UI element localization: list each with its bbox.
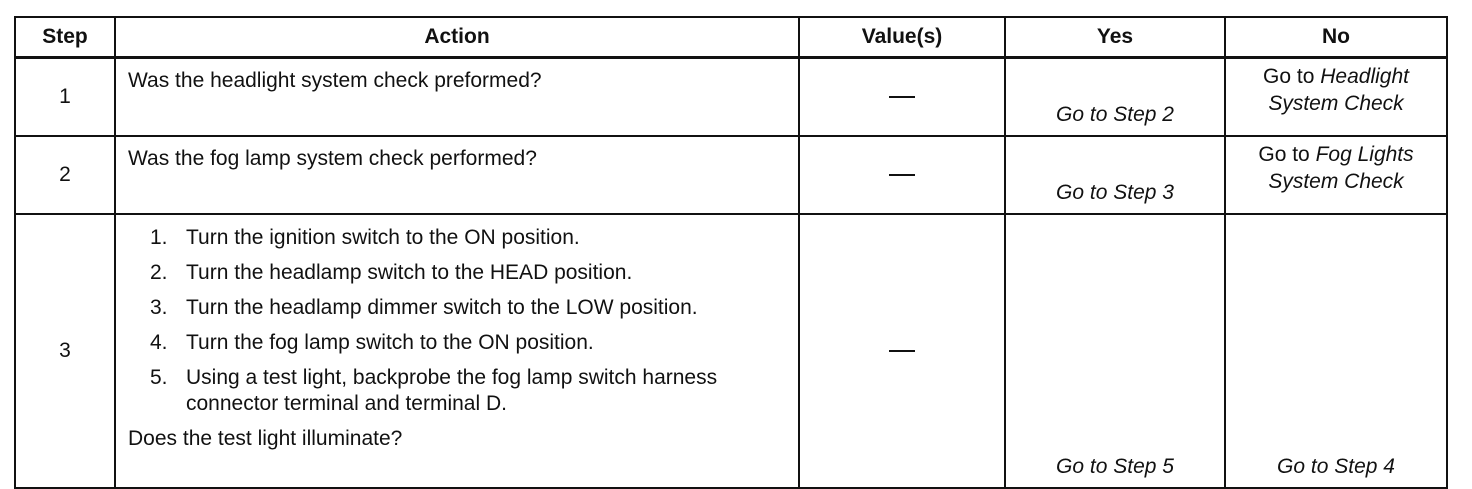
yes-cell: Go to Step 5 <box>1004 213 1226 489</box>
value-cell <box>798 56 1006 137</box>
substep-number: 5. <box>150 366 168 389</box>
no-prefix: Go to <box>1258 143 1310 166</box>
substep-list: 1. Turn the ignition switch to the ON pos… <box>116 215 798 417</box>
value-cell <box>798 213 1006 489</box>
em-dash <box>889 96 915 99</box>
table-row-step-2: 2 Was the fog lamp system check performe… <box>14 135 1448 215</box>
header-yes: Yes <box>1004 16 1226 59</box>
value-cell <box>798 135 1006 215</box>
diagnostic-table: Step Action Value(s) Yes No 1 Was the he… <box>14 16 1448 489</box>
no-cell: Go to Step 4 <box>1224 213 1448 489</box>
no-link-fog-lights: Fog Lights <box>1315 143 1414 166</box>
step-number: 3 <box>14 213 116 489</box>
action-text: Was the headlight system check preformed… <box>114 56 800 137</box>
substep-item: 4. Turn the fog lamp switch to the ON pos… <box>116 330 798 356</box>
header-row: Step Action Value(s) Yes No <box>14 16 1448 59</box>
no-link-system-check: System Check <box>1268 92 1404 115</box>
no-prefix: Go to <box>1263 65 1315 88</box>
no-cell: Go to Headlight System Check <box>1224 56 1448 137</box>
header-no: No <box>1224 16 1448 59</box>
action-text: Was the fog lamp system check performed? <box>114 135 800 215</box>
yes-cell: Go to Step 2 <box>1004 56 1226 137</box>
substep-number: 1. <box>150 226 168 249</box>
substep-text: Turn the ignition switch to the ON posit… <box>186 226 580 249</box>
no-cell: Go to Fog Lights System Check <box>1224 135 1448 215</box>
yes-cell: Go to Step 3 <box>1004 135 1226 215</box>
action-steps-cell: 1. Turn the ignition switch to the ON pos… <box>114 213 800 489</box>
substep-item: 3. Turn the headlamp dimmer switch to the… <box>116 295 798 321</box>
step-number: 2 <box>14 135 116 215</box>
substep-text: Turn the fog lamp switch to the ON posit… <box>186 331 594 354</box>
table-row-step-1: 1 Was the headlight system check preform… <box>14 56 1448 137</box>
substep-item: 5. Using a test light, backprobe the fog … <box>116 365 798 417</box>
no-link-system-check: System Check <box>1268 170 1404 193</box>
step-number: 1 <box>14 56 116 137</box>
no-link-headlight: Headlight <box>1320 65 1409 88</box>
em-dash <box>889 350 915 353</box>
header-action: Action <box>114 16 800 59</box>
header-values: Value(s) <box>798 16 1006 59</box>
substep-text: Turn the headlamp switch to the HEAD pos… <box>186 261 633 284</box>
substep-text: Using a test light, backprobe the fog la… <box>186 366 718 415</box>
substep-item: 2. Turn the headlamp switch to the HEAD p… <box>116 260 798 286</box>
em-dash <box>889 174 915 177</box>
table-row-step-3: 3 1. Turn the ignition switch to the ON p… <box>14 213 1448 489</box>
substep-number: 3. <box>150 296 168 319</box>
header-step: Step <box>14 16 116 59</box>
final-question: Does the test light illuminate? <box>128 427 403 450</box>
substep-item: 1. Turn the ignition switch to the ON pos… <box>116 225 798 251</box>
substep-text: Turn the headlamp dimmer switch to the L… <box>186 296 698 319</box>
substep-number: 4. <box>150 331 168 354</box>
substep-number: 2. <box>150 261 168 284</box>
